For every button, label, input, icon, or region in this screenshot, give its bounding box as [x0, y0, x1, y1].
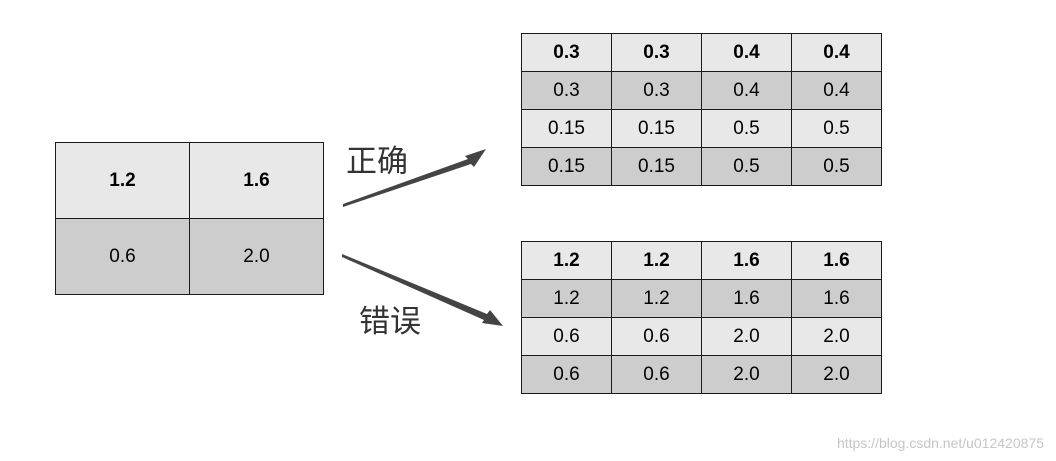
wrong-cell: 2.0	[791, 317, 882, 356]
source-cell: 0.6	[55, 218, 190, 295]
correct-cell: 0.15	[611, 147, 702, 186]
table-row: 0.15 0.15 0.5 0.5	[521, 109, 882, 148]
correct-cell: 0.4	[791, 71, 882, 110]
wrong-cell: 1.6	[701, 241, 792, 280]
table-row: 0.6 2.0	[55, 218, 324, 295]
correct-cell: 0.4	[701, 71, 792, 110]
wrong-cell: 1.2	[521, 279, 612, 318]
table-row: 1.2 1.2 1.6 1.6	[521, 279, 882, 318]
wrong-cell: 0.6	[521, 317, 612, 356]
wrong-cell: 1.2	[611, 279, 702, 318]
correct-cell: 0.5	[791, 147, 882, 186]
correct-cell: 0.3	[521, 33, 612, 72]
correct-cell: 0.5	[701, 147, 792, 186]
correct-cell: 0.15	[611, 109, 702, 148]
correct-cell: 0.3	[611, 33, 702, 72]
wrong-result-table: 1.2 1.2 1.6 1.6 1.2 1.2 1.6 1.6 0.6 0.6 …	[521, 241, 882, 394]
source-cell: 2.0	[189, 218, 324, 295]
wrong-cell: 2.0	[701, 355, 792, 394]
correct-result-table: 0.3 0.3 0.4 0.4 0.3 0.3 0.4 0.4 0.15 0.1…	[521, 33, 882, 186]
wrong-cell: 1.6	[701, 279, 792, 318]
correct-cell: 0.15	[521, 147, 612, 186]
source-cell: 1.2	[55, 142, 190, 219]
table-row: 1.2 1.2 1.6 1.6	[521, 241, 882, 280]
wrong-cell: 0.6	[611, 355, 702, 394]
wrong-cell: 2.0	[701, 317, 792, 356]
correct-cell: 0.4	[701, 33, 792, 72]
label-correct: 正确	[346, 144, 408, 180]
correct-cell: 0.4	[791, 33, 882, 72]
watermark: https://blog.csdn.net/u012420875	[836, 435, 1044, 451]
wrong-cell: 0.6	[611, 317, 702, 356]
table-row: 0.3 0.3 0.4 0.4	[521, 71, 882, 110]
wrong-cell: 1.6	[791, 241, 882, 280]
correct-cell: 0.5	[701, 109, 792, 148]
correct-cell: 0.3	[611, 71, 702, 110]
table-row: 0.3 0.3 0.4 0.4	[521, 33, 882, 72]
wrong-cell: 1.2	[521, 241, 612, 280]
source-table: 1.2 1.6 0.6 2.0	[55, 142, 324, 295]
wrong-cell: 2.0	[791, 355, 882, 394]
label-wrong: 错误	[359, 304, 421, 340]
correct-cell: 0.3	[521, 71, 612, 110]
wrong-cell: 0.6	[521, 355, 612, 394]
table-row: 1.2 1.6	[55, 142, 324, 219]
arrow-to-wrong	[342, 254, 503, 326]
source-cell: 1.6	[189, 142, 324, 219]
correct-cell: 0.15	[521, 109, 612, 148]
table-row: 0.15 0.15 0.5 0.5	[521, 147, 882, 186]
arrow-to-correct	[343, 149, 486, 207]
correct-cell: 0.5	[791, 109, 882, 148]
wrong-cell: 1.2	[611, 241, 702, 280]
table-row: 0.6 0.6 2.0 2.0	[521, 355, 882, 394]
wrong-cell: 1.6	[791, 279, 882, 318]
table-row: 0.6 0.6 2.0 2.0	[521, 317, 882, 356]
